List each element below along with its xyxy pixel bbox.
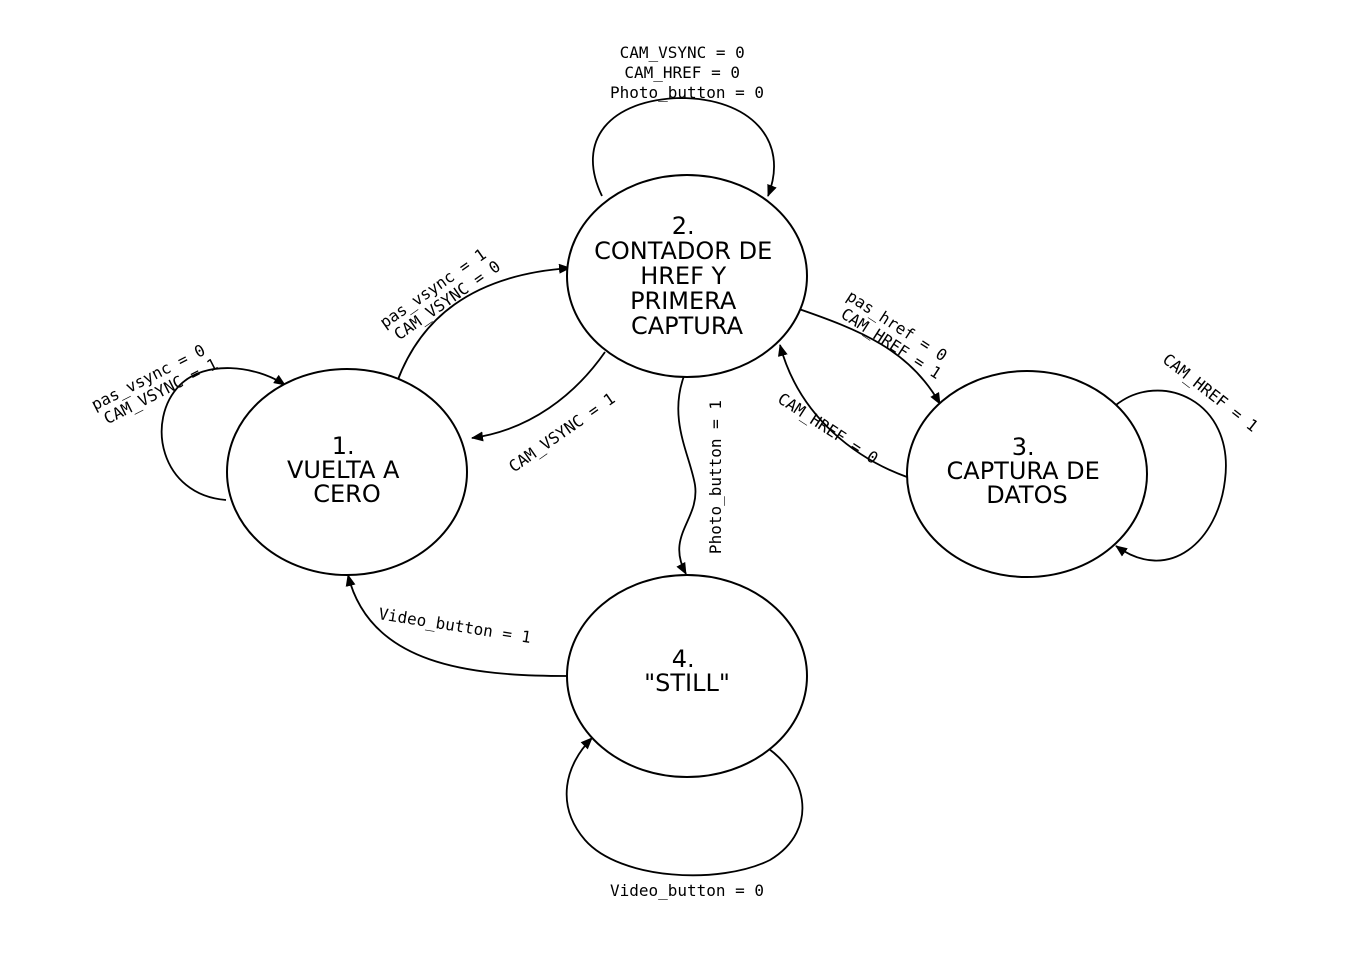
label-s2-self-line-1: CAM_VSYNC = 0 <box>620 43 745 62</box>
label-s3-to-s2-line-1: CAM_HREF = 0 <box>774 389 881 468</box>
state-1-line-2: VUELTA A <box>287 456 400 484</box>
label-s2-to-s3: pas_href = 0 CAM_HREF = 1 <box>834 286 959 385</box>
edge-s4-to-s1 <box>345 574 568 677</box>
label-s3-to-s2: CAM_HREF = 0 <box>774 389 881 468</box>
svg-text:3. CAPTURA DE DATO: 3. CAPTURA DE DATOS <box>947 433 1108 509</box>
state-4-line-1: 4. <box>672 645 695 673</box>
label-s2-self-line-3: Photo_button = 0 <box>610 83 764 102</box>
state-1-line-3: CERO <box>313 480 381 508</box>
edge-s3-to-s2 <box>778 344 908 478</box>
state-3-line-3: DATOS <box>986 481 1067 509</box>
label-s4-to-s1-line-1: Video_button = 1 <box>377 604 532 647</box>
state-3-line-1: 3. <box>1012 433 1035 461</box>
state-2-line-1: 2. <box>672 212 695 240</box>
state-4-line-2: "STILL" <box>644 669 730 697</box>
label-s2-self: CAM_VSYNC = 0 CAM_HREF = 0 Photo_button … <box>610 43 764 102</box>
edge-s2-to-s1 <box>471 351 606 442</box>
state-3: 3. CAPTURA DE DATOS <box>906 370 1148 578</box>
label-s2-self-line-2: CAM_HREF = 0 <box>624 63 740 82</box>
label-s4-self-line-1: Video_button = 0 <box>610 881 764 900</box>
edge-s2-self <box>592 97 777 197</box>
label-s2-to-s4: Photo_button = 1 <box>706 400 725 554</box>
label-s2-to-s1: CAM_VSYNC = 1 <box>505 389 618 476</box>
label-s2-to-s4-line-1: Photo_button = 1 <box>706 400 725 554</box>
state-2-line-2: CONTADOR DE <box>594 237 772 265</box>
edge-s2-to-s3 <box>795 307 941 405</box>
state-4: 4. "STILL" <box>566 574 808 778</box>
state-1: 1. VUELTA A CERO <box>226 368 468 576</box>
label-s4-self: Video_button = 0 <box>610 881 764 900</box>
edge-s4-self <box>565 737 804 877</box>
label-s4-to-s1: Video_button = 1 <box>377 604 532 647</box>
edge-s1-to-s2 <box>396 263 571 383</box>
state-3-line-2: CAPTURA DE <box>947 457 1100 485</box>
state-2-line-5: CAPTURA <box>631 312 744 340</box>
state-2-line-4: PRIMERA <box>630 287 737 315</box>
label-s2-to-s1-line-1: CAM_VSYNC = 1 <box>505 389 618 476</box>
svg-text:2. CONTADOR DE HRE: 2. CONTADOR DE HREF Y PRIMERA CAPTURA <box>594 212 780 340</box>
svg-text:1. VUELTA A CERO: 1. VUELTA A CERO <box>287 432 407 508</box>
edge-s1-self <box>160 367 286 501</box>
label-s1-to-s2: pas_vsync = 1 CAM_VSYNC = 0 <box>376 239 508 347</box>
edge-s3-self <box>1115 389 1227 562</box>
state-2-line-3: HREF Y <box>640 262 726 290</box>
state-1-line-1: 1. <box>332 432 355 460</box>
label-s1-self: pas_vsync = 0 CAM_VSYNC = 1 <box>88 336 225 430</box>
edge-s2-to-s4 <box>676 375 697 575</box>
state-2: 2. CONTADOR DE HREF Y PRIMERA CAPTURA <box>566 174 808 378</box>
svg-text:4. "STILL": 4. "STILL" <box>644 645 730 697</box>
